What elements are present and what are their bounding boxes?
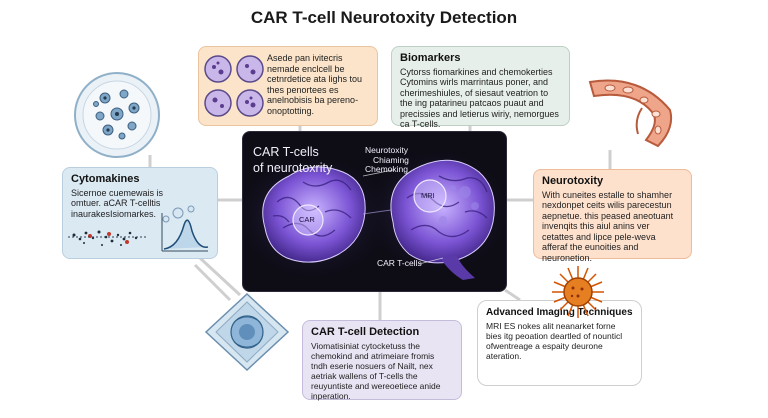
detection-card: CAR T-cell Detection Viomatisiniat cytoc… xyxy=(302,320,462,401)
imaging-card: Advanced Imaging Techniques MRI ES nokes… xyxy=(477,300,642,386)
central-annotation-line3: Chemoking xyxy=(365,164,408,174)
central-heading: CAR T-cells of neurotoxrity xyxy=(253,144,332,176)
central-heading-line2: of neurotoxrity xyxy=(253,161,333,175)
cells-petri-icon xyxy=(74,72,160,158)
biomarkers-text: Cytorss fiomarkines and chemokerties Cyt… xyxy=(400,66,559,130)
detection-heading: CAR T-cell Detection xyxy=(311,326,420,338)
central-bottom-label: CAR T-cells xyxy=(377,258,422,268)
imaging-text: MRI ES nokes alit neanarket forne bies i… xyxy=(486,321,623,361)
central-brain-panel: CAR T-cells of neurotoxrity Neurotoxity … xyxy=(242,131,507,292)
left-circle-label: CAR xyxy=(299,215,315,224)
cell-cluster-icon xyxy=(204,55,264,117)
central-heading-line1: CAR T-cells xyxy=(253,145,319,159)
page-title: CAR T-cell Neurotoxity Detection xyxy=(250,8,518,27)
neuron-tissue-icon xyxy=(588,79,673,148)
central-annotation-line1: Neurotoxity xyxy=(365,145,408,155)
neurotoxity-card: Neurotoxity With cuneites estalle to sha… xyxy=(533,169,692,263)
cytomakines-heading: Cytomakines xyxy=(71,173,140,185)
crystal-cell-icon xyxy=(204,292,290,372)
imaging-heading: Advanced Imaging Techniques xyxy=(486,307,633,318)
cytomakines-text: Sicernoe cuemewais is omtuer. aCAR T-cel… xyxy=(71,187,164,219)
biomarkers-card: Biomarkers Cytorss fiomarkines and chemo… xyxy=(391,46,570,129)
central-annotation-line2: Chiaming xyxy=(373,154,409,165)
neurotoxity-heading: Neurotoxity xyxy=(542,175,604,187)
virus-icon xyxy=(552,266,604,318)
top-note-card: Asede pan ivitecris nemade enclcell be c… xyxy=(198,46,378,126)
top-note-text: Asede pan ivitecris nemade enclcell be c… xyxy=(267,53,363,116)
cytokine-diagram-icon xyxy=(68,205,209,252)
biomarkers-heading: Biomarkers xyxy=(400,52,461,64)
detection-text: Viomatisiniat cytocketuss the chemokind … xyxy=(311,340,441,401)
central-annotation: Neurotoxity Chiaming Chemoking xyxy=(365,145,409,175)
brain-illustration xyxy=(243,147,506,282)
neurotoxity-text: With cuneites estalle to shamher nexdonp… xyxy=(542,189,674,263)
right-circle-label: MRI xyxy=(421,191,435,200)
